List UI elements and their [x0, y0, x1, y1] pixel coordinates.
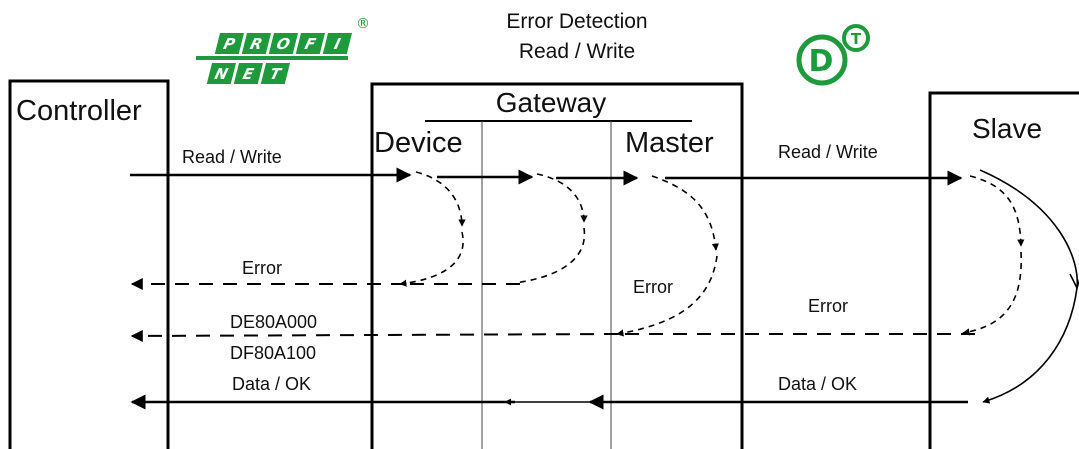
read-write-arrows: Read / Write Read / Write	[130, 142, 963, 186]
read-write-right-label: Read / Write	[778, 142, 878, 162]
error-mid-label: Error	[633, 277, 673, 297]
profinet-top-row: P R O F I N E T ®	[196, 16, 370, 84]
error-code-df: DF80A100	[230, 343, 316, 363]
controller-label: Controller	[16, 95, 142, 127]
profinet-letter: R	[248, 35, 264, 53]
dt-logo-t: T	[851, 30, 862, 48]
error-code-de: DE80A000	[230, 312, 317, 332]
slave-label: Slave	[972, 113, 1042, 144]
data-ok-left-label: Data / OK	[232, 374, 311, 394]
gateway-label: Gateway	[496, 87, 607, 118]
error-arrows	[130, 278, 975, 342]
slave-response-curve	[979, 169, 1079, 404]
master-label: Master	[625, 127, 714, 159]
data-ok-arrows: Data / OK Data / OK	[130, 374, 968, 410]
slave-curve-midarrow	[1069, 273, 1079, 291]
diagram-title-line2: Read / Write	[519, 40, 635, 63]
error-curves	[399, 171, 1025, 337]
read-write-left-label: Read / Write	[182, 147, 282, 167]
profinet-letter: P	[222, 35, 237, 53]
diagram-title-line1: Error Detection	[506, 10, 647, 33]
dt-logo-d: D	[809, 44, 834, 79]
profinet-logo: P R O F I N E T ®	[196, 16, 370, 84]
profinet-letter: O	[275, 35, 292, 53]
error-left-label: Error	[242, 258, 282, 278]
dt-logo: D T	[796, 24, 870, 86]
device-label: Device	[374, 127, 463, 159]
profinet-letter: N	[213, 65, 230, 83]
registered-mark: ®	[356, 16, 370, 32]
controller-box: Controller	[8, 79, 170, 449]
profinet-letter: I	[332, 35, 342, 53]
data-ok-right-label: Data / OK	[778, 374, 857, 394]
gateway-box: Gateway Device Master	[370, 82, 744, 449]
slave-box: Slave	[928, 91, 1079, 449]
error-right-label: Error	[808, 296, 848, 316]
